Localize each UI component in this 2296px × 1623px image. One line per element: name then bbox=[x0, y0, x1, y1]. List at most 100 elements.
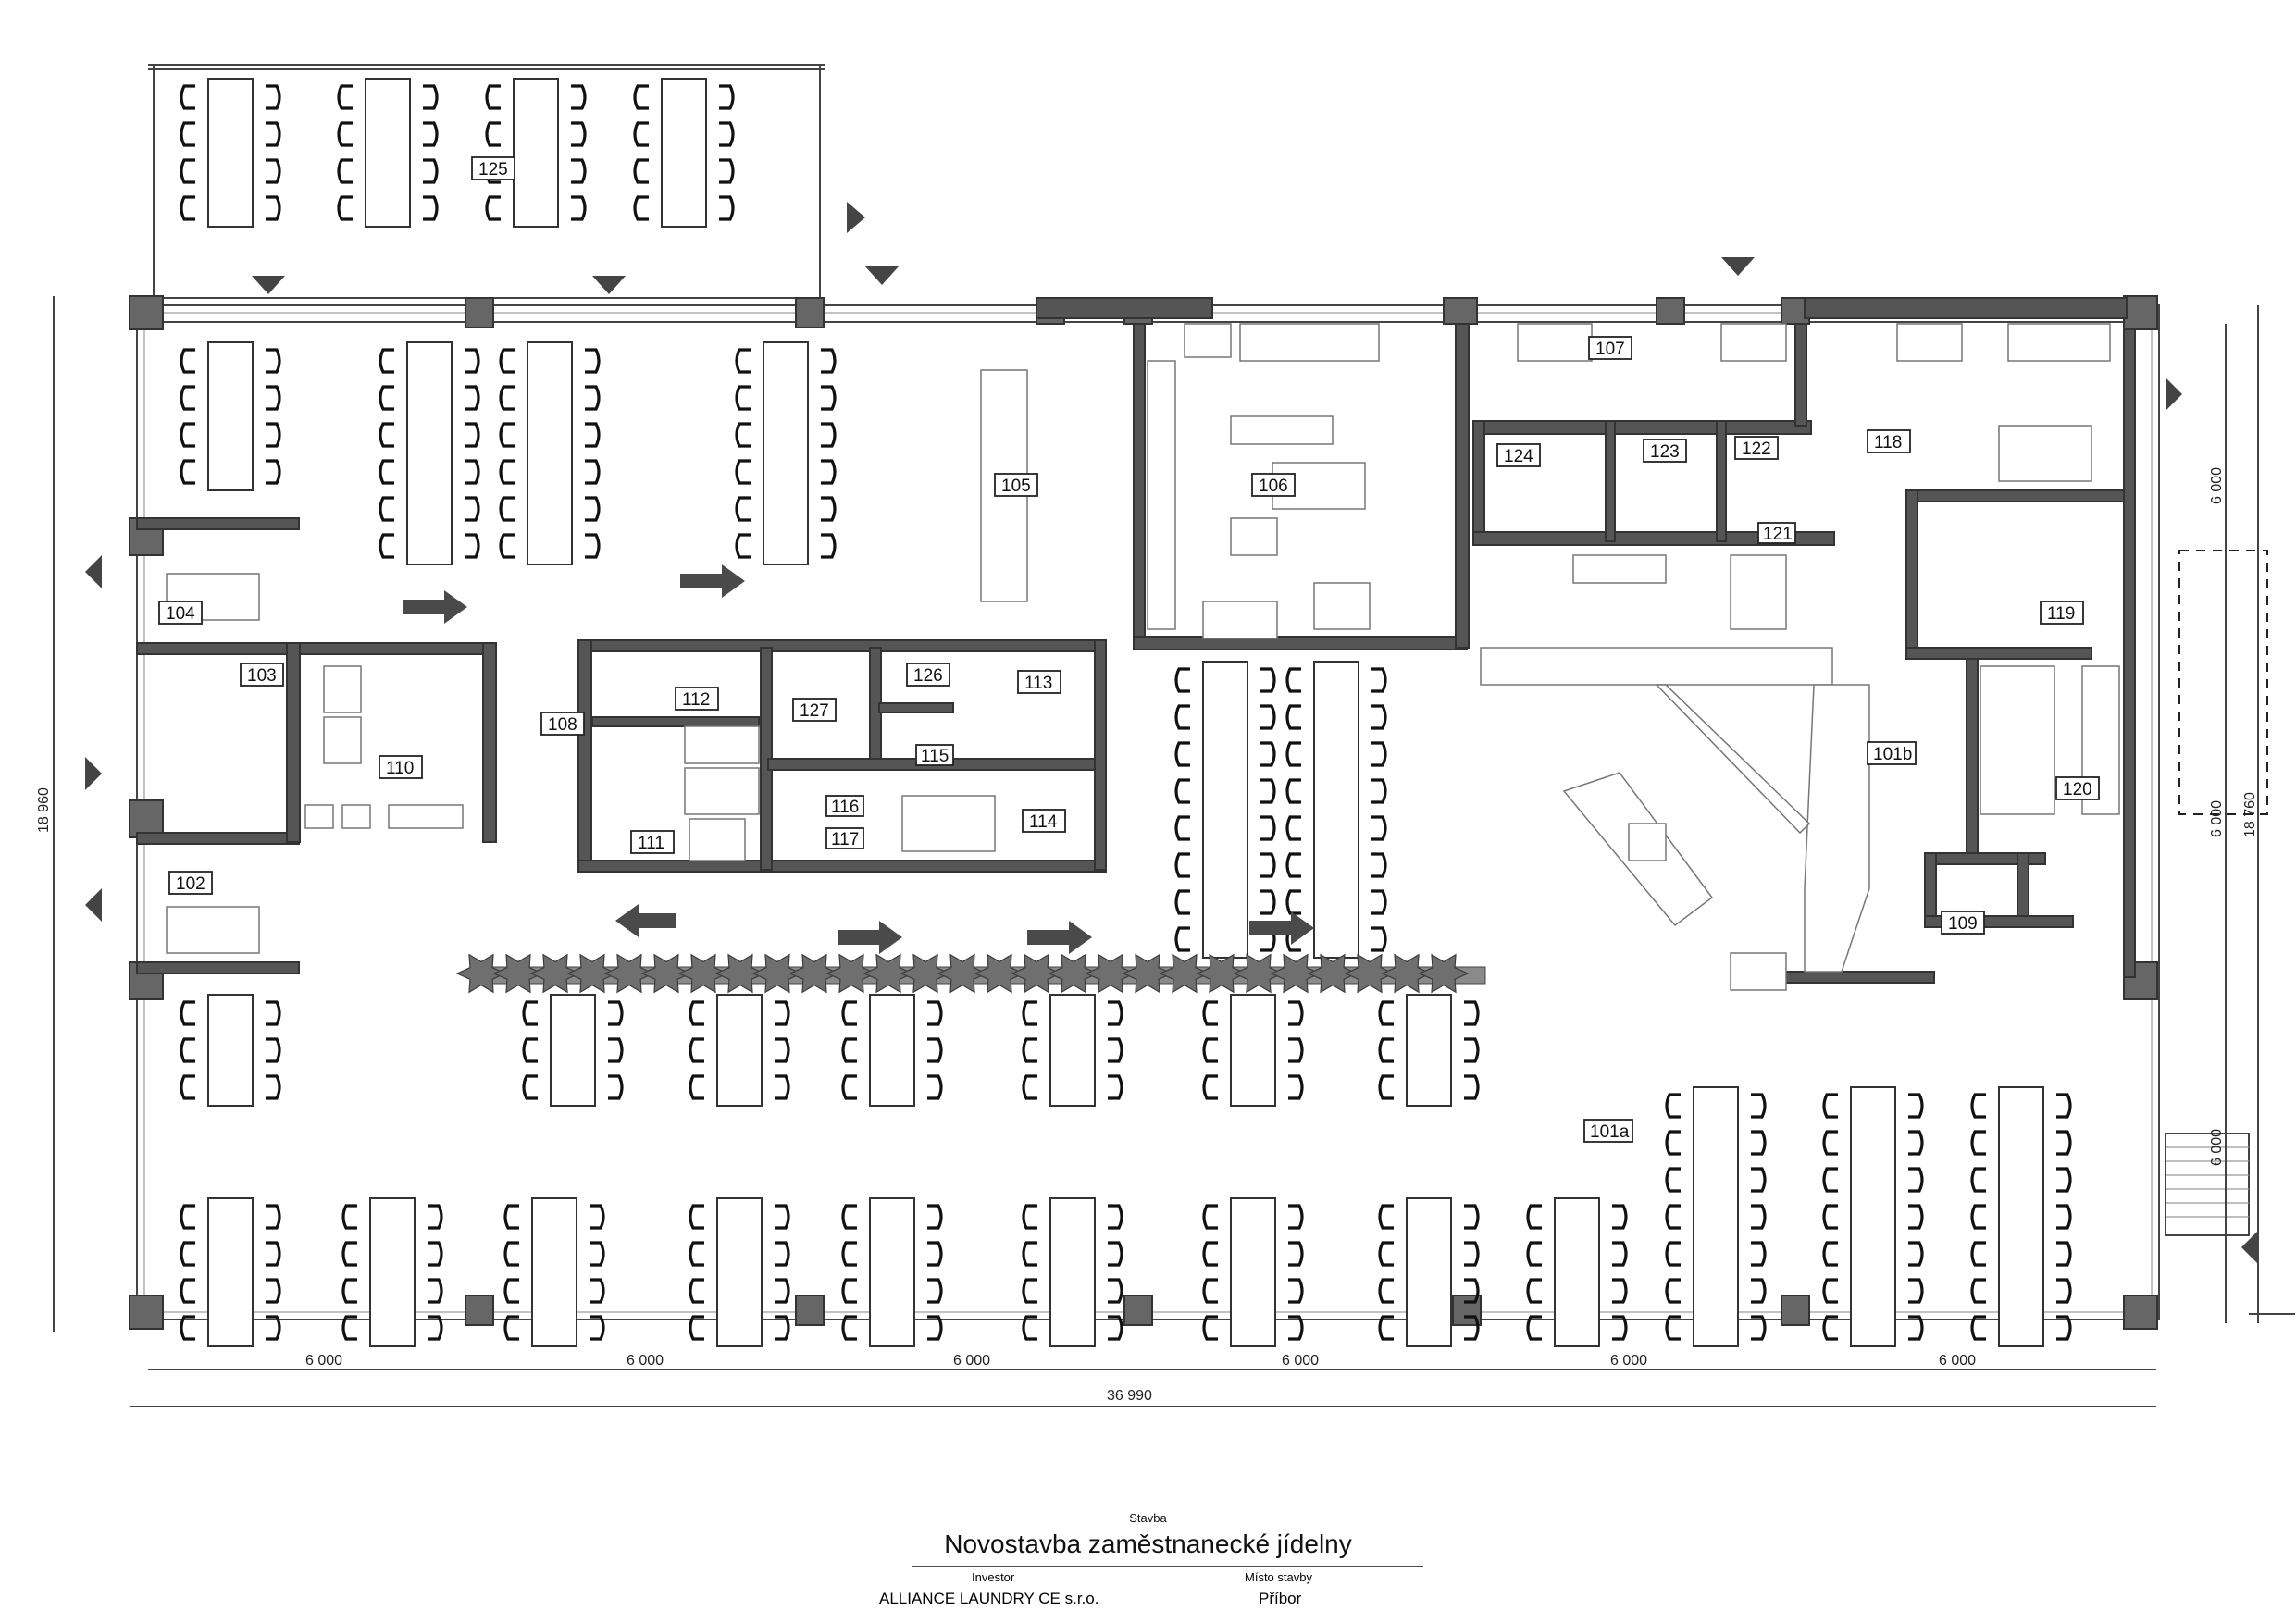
chair bbox=[689, 1315, 704, 1341]
svg-text:122: 122 bbox=[1742, 440, 1771, 459]
entrance-triangle-icon bbox=[592, 276, 626, 294]
chair bbox=[1108, 1278, 1123, 1304]
chair bbox=[266, 1315, 281, 1341]
chair bbox=[1464, 1037, 1480, 1063]
chair bbox=[775, 1037, 790, 1063]
planter-bush bbox=[1085, 953, 1136, 994]
chair bbox=[571, 158, 587, 184]
planter-bush bbox=[1307, 953, 1359, 994]
planter-bush bbox=[455, 953, 507, 994]
sanitary-fixtures bbox=[166, 573, 996, 954]
chair bbox=[585, 422, 601, 448]
chair bbox=[735, 385, 751, 411]
chair bbox=[423, 84, 439, 110]
room-tag: 127 bbox=[792, 698, 837, 722]
chair bbox=[633, 84, 649, 110]
chair bbox=[1970, 1093, 1986, 1119]
chair bbox=[1288, 1315, 1304, 1341]
chair bbox=[180, 385, 195, 411]
chair bbox=[503, 1315, 519, 1341]
chair bbox=[379, 459, 394, 485]
chair bbox=[608, 1074, 624, 1100]
svg-text:107: 107 bbox=[1595, 340, 1625, 359]
chair bbox=[585, 348, 601, 374]
chair bbox=[1174, 926, 1190, 952]
chair bbox=[1260, 852, 1276, 878]
chair bbox=[266, 385, 281, 411]
chair bbox=[341, 1315, 357, 1341]
planter-bush bbox=[1418, 953, 1470, 994]
chair bbox=[1970, 1315, 1986, 1341]
chair bbox=[341, 1241, 357, 1267]
room-tag: 108 bbox=[540, 712, 585, 736]
chair bbox=[522, 1000, 538, 1026]
chair bbox=[379, 422, 394, 448]
planter-bush bbox=[677, 953, 729, 994]
chair bbox=[1822, 1167, 1838, 1193]
chair bbox=[927, 1204, 943, 1230]
chair bbox=[485, 84, 501, 110]
room-tag: 103 bbox=[240, 663, 284, 687]
chair bbox=[841, 1037, 857, 1063]
chair bbox=[821, 385, 837, 411]
table bbox=[207, 78, 254, 228]
chair bbox=[180, 1204, 195, 1230]
svg-text:104: 104 bbox=[166, 604, 195, 624]
chair bbox=[1378, 1278, 1394, 1304]
dim-overall-depth-left: 18 960 bbox=[36, 787, 52, 833]
chair bbox=[1202, 1241, 1218, 1267]
planter-bush bbox=[1270, 953, 1322, 994]
chair bbox=[1174, 815, 1190, 841]
svg-text:102: 102 bbox=[176, 874, 205, 894]
chair bbox=[1378, 1241, 1394, 1267]
chair bbox=[180, 459, 195, 485]
planter-bush bbox=[825, 953, 877, 994]
chair bbox=[633, 158, 649, 184]
svg-text:105: 105 bbox=[1001, 477, 1031, 496]
project-title: Novostavba zaměstnanecké jídelny bbox=[944, 1530, 1352, 1558]
table bbox=[207, 994, 254, 1107]
room-tag: 123 bbox=[1643, 439, 1687, 463]
chair bbox=[585, 459, 601, 485]
table bbox=[207, 1197, 254, 1347]
chair bbox=[1202, 1037, 1218, 1063]
chair bbox=[927, 1074, 943, 1100]
chair bbox=[379, 348, 394, 374]
chair bbox=[571, 121, 587, 147]
chair bbox=[1970, 1167, 1986, 1193]
chair bbox=[719, 195, 735, 221]
planter-bush bbox=[1011, 953, 1062, 994]
chair bbox=[585, 385, 601, 411]
chair bbox=[735, 422, 751, 448]
chair bbox=[1288, 1074, 1304, 1100]
chair bbox=[1378, 1000, 1394, 1026]
table bbox=[1230, 994, 1276, 1107]
chair bbox=[1108, 1037, 1123, 1063]
room-tag: 101b bbox=[1867, 741, 1917, 765]
chair bbox=[1108, 1204, 1123, 1230]
chair bbox=[719, 84, 735, 110]
chair bbox=[1022, 1000, 1037, 1026]
chair bbox=[821, 348, 837, 374]
chair bbox=[1526, 1241, 1542, 1267]
planter-bush bbox=[1344, 953, 1396, 994]
chair bbox=[2056, 1241, 2072, 1267]
svg-text:120: 120 bbox=[2063, 780, 2092, 799]
table bbox=[207, 341, 254, 491]
chair bbox=[775, 1074, 790, 1100]
svg-text:111: 111 bbox=[638, 834, 664, 853]
arrow-right-icon bbox=[680, 564, 745, 598]
chair bbox=[1022, 1278, 1037, 1304]
chair bbox=[1665, 1278, 1681, 1304]
planter-bush bbox=[900, 953, 951, 994]
chair bbox=[2056, 1167, 2072, 1193]
chair bbox=[590, 1315, 605, 1341]
entrance-triangle-icon bbox=[85, 888, 102, 922]
svg-text:108: 108 bbox=[548, 715, 577, 735]
chair bbox=[1751, 1130, 1767, 1156]
room-tag: 115 bbox=[915, 744, 954, 766]
chair bbox=[266, 459, 281, 485]
chair bbox=[689, 1204, 704, 1230]
chair bbox=[1464, 1315, 1480, 1341]
